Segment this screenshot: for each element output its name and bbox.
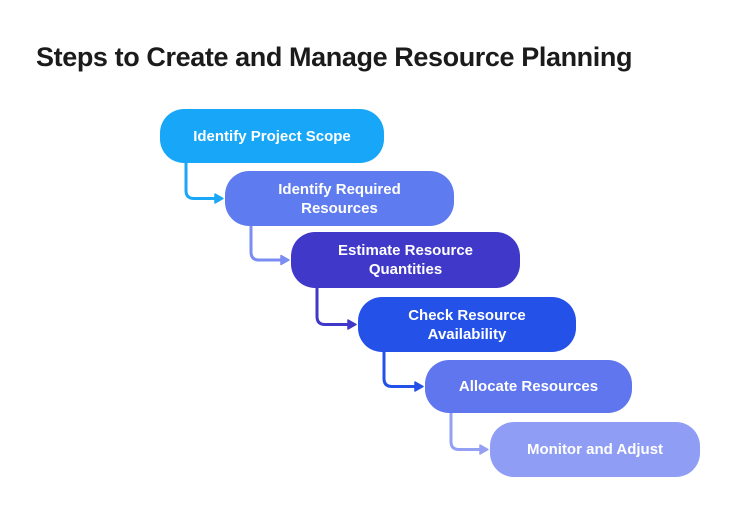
connector-line-3 — [315, 284, 350, 326]
step-box-6: Monitor and Adjust — [490, 422, 700, 477]
page-title: Steps to Create and Manage Resource Plan… — [36, 42, 633, 72]
connector-line-2 — [249, 222, 283, 262]
arrowhead-icon — [414, 381, 424, 392]
step-box-1: Identify Project Scope — [160, 109, 384, 163]
arrowhead-icon — [214, 193, 224, 204]
arrowhead-icon — [347, 319, 357, 330]
arrowhead-icon — [280, 254, 290, 266]
connector-line-5 — [449, 409, 482, 451]
step-box-5: Allocate Resources — [425, 360, 632, 413]
step-label: Allocate Resources — [458, 378, 599, 395]
connector-line-1 — [184, 159, 217, 200]
arrowhead-icon — [479, 444, 489, 455]
step-label: Identify Project Scope — [193, 127, 351, 145]
connector-line-4 — [382, 348, 417, 388]
step-label: Monitor and Adjust — [526, 441, 664, 458]
